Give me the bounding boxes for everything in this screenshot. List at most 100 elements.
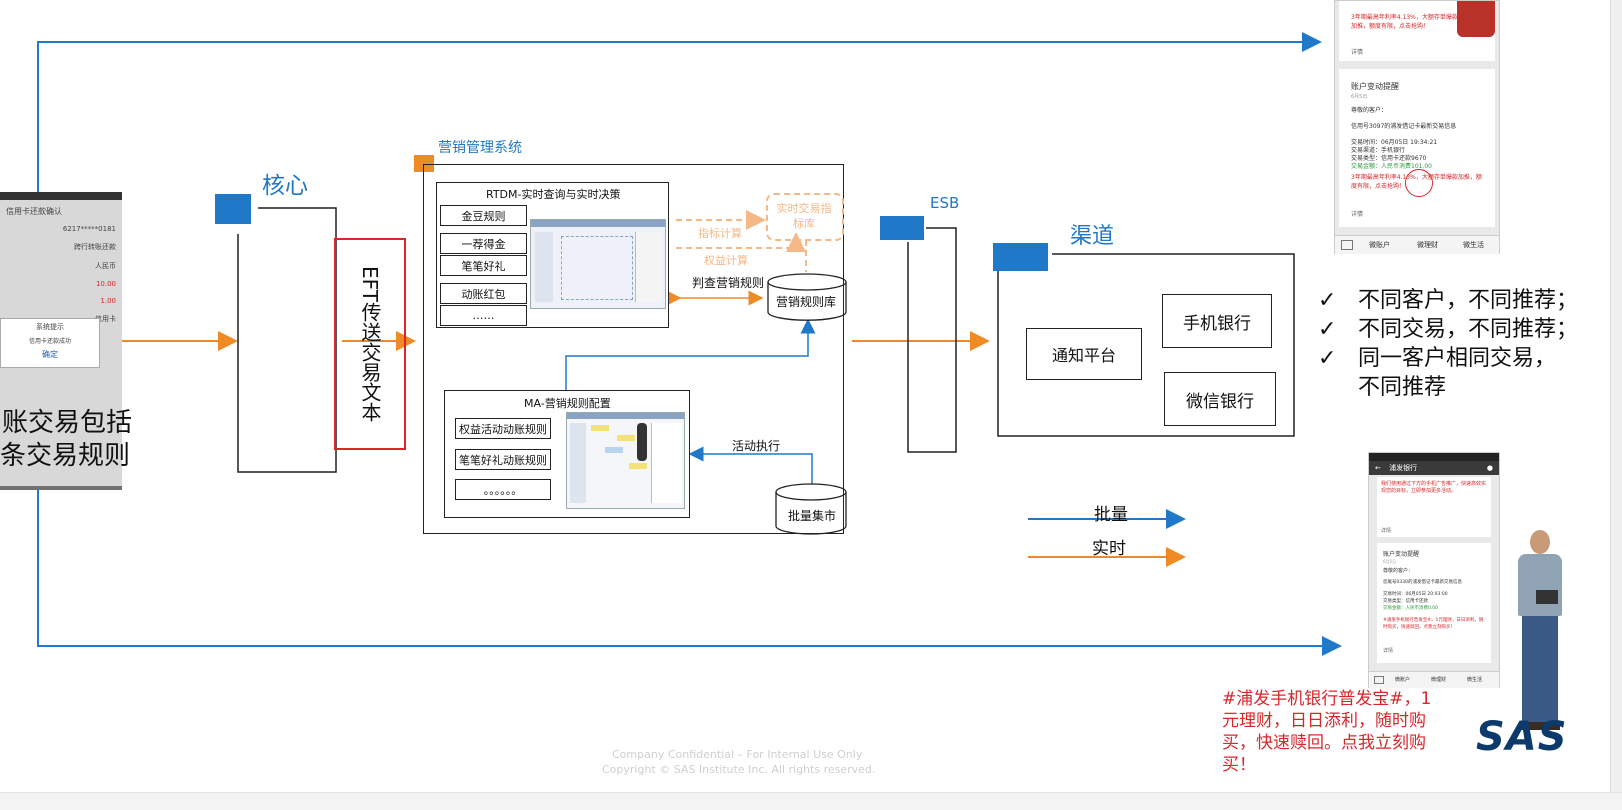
check-mark-icon: ✓: [1318, 346, 1337, 371]
left-phone-screenshot: 信用卡还款确认 6217*****0181 跨行转账还款 人民币 10.00 1…: [0, 192, 132, 490]
bottom-phone-greeting: 尊敬的客户：: [1383, 568, 1414, 574]
check-mark-icon: ✓: [1318, 317, 1337, 342]
rtdm-item: ……: [440, 305, 527, 326]
tab-micro-life[interactable]: 微生活: [1467, 677, 1483, 683]
phone-line: 6217*****0181: [62, 225, 116, 233]
rtdm-title: RTDM-实时查询与实时决策: [486, 188, 621, 201]
phone-line: 人民币: [95, 262, 116, 270]
phone-line: 信用卡: [95, 315, 116, 323]
top-phone-line2: 交易时间：06月05日 19:34:21: [1351, 139, 1438, 146]
footer-confidential: Company Confidential – For Internal Use …: [612, 748, 863, 761]
bottom-phone-header-title: 浦发银行: [1389, 464, 1418, 472]
top-phone-card-title: 账户变动提醒: [1351, 82, 1399, 91]
notify-platform-box: 通知平台: [1026, 328, 1142, 380]
esb-bracket: [907, 227, 957, 453]
keyboard-icon[interactable]: [1374, 676, 1384, 684]
channel-container: [997, 253, 1295, 437]
top-right-phone-screenshot: 3年期最高年利率4.13%，大额存单爆款加推，额度有限，点击抢购！ 详情 账户变…: [1334, 0, 1500, 254]
overlay-text-1: 账交易包括: [2, 408, 133, 438]
back-arrow-icon[interactable]: ←: [1375, 464, 1381, 472]
promo-caption-line: 买，快速赎回。点我立刻购: [1222, 733, 1426, 753]
top-phone-detail2[interactable]: 详情: [1351, 211, 1364, 218]
esb-marker: [880, 216, 924, 240]
check-item-3: ✓ 同一客户相同交易，: [1318, 344, 1578, 373]
check-text: 不同交易，不同推荐；: [1358, 317, 1579, 342]
top-phone-card-date: 6月5日: [1351, 94, 1368, 100]
overlay-text-2: 条交易规则: [0, 441, 131, 471]
top-batch-route: [37, 32, 1322, 196]
promo-caption-line: 买！: [1222, 755, 1256, 775]
bottom-phone-detail2[interactable]: 详情: [1383, 648, 1394, 654]
index-lib-label: 实时交易指标库: [776, 202, 832, 230]
tab-micro-finance[interactable]: 微理财: [1417, 241, 1438, 249]
batch-mart-label: 批量集市: [788, 509, 837, 523]
bottom-phone-header: ← 浦发银行 ●: [1369, 461, 1499, 475]
phone-header: 信用卡还款确认: [6, 207, 62, 216]
judge-rule-label: 判查营销规则: [692, 276, 765, 290]
rtdm-item: 笔笔好礼: [440, 255, 527, 276]
bottom-phone-detail[interactable]: 详情: [1381, 528, 1392, 534]
rtdm-item: 一荐得金: [440, 233, 527, 254]
bottom-phone-line2: 交易时间：06月05日 20:03:00: [1383, 592, 1448, 597]
ma-item: 笔笔好礼动账规则: [455, 449, 551, 470]
rule-db-cylinder: [767, 273, 847, 321]
tab-micro-account[interactable]: 微账户: [1395, 677, 1411, 683]
bottom-batch-route: [37, 490, 1342, 656]
activity-exec-label: 活动执行: [732, 439, 781, 453]
ma-item: 。。。。。。: [455, 479, 551, 500]
top-phone-detail[interactable]: 详情: [1351, 49, 1364, 56]
rtdm-item: 动账红包: [440, 283, 527, 304]
rtdm-item: 金豆规则: [440, 205, 527, 226]
bottom-phone-line1: 您尾号0330的浦发借记卡最新交易信息: [1383, 580, 1462, 585]
marketing-title: 营销管理系统: [438, 140, 522, 156]
core-bracket: [237, 207, 337, 473]
check-item-2: ✓ 不同交易，不同推荐；: [1318, 315, 1578, 344]
phone-line: 10.00: [95, 280, 116, 288]
bottom-phone-line4: 交易金额：人民币消费0.00: [1383, 606, 1439, 611]
bottom-phone-body1: 我们使用通过下方的手机广告推广，快速高效实现您的目标，立即参加更多活动。: [1381, 481, 1487, 494]
promo-caption: #浦发手机银行普发宝#，1 元理财，日日添利，随时购 买，快速赎回。点我立刻购 …: [1222, 688, 1431, 776]
check-text: 同一客户相同交易，: [1358, 346, 1557, 371]
presenter-figure: [1502, 530, 1578, 730]
phone-line: 跨行转账还款: [74, 243, 116, 251]
check-item-1: ✓不同客户，不同推荐；: [1318, 286, 1578, 315]
tab-micro-life[interactable]: 微生活: [1463, 241, 1484, 249]
footer-copyright: Copyright © SAS Institute Inc. All right…: [602, 763, 876, 776]
ma-screenshot: [566, 412, 685, 509]
marketing-container: [423, 164, 844, 534]
dialog-ok-button[interactable]: 确定: [42, 350, 58, 359]
profile-icon[interactable]: ●: [1486, 464, 1493, 472]
top-phone-line3: 交易渠道：手机银行: [1351, 147, 1406, 154]
tab-micro-finance[interactable]: 微理财: [1431, 677, 1447, 683]
ma-item: 权益活动动账规则: [455, 418, 551, 439]
top-phone-person-image: [1457, 1, 1495, 37]
index-lib-box: [766, 193, 844, 241]
legend-batch-label: 批量: [1094, 505, 1128, 525]
wechat-bank-box: 微信银行: [1164, 372, 1276, 426]
mobile-bank-box: 手机银行: [1162, 294, 1272, 348]
marketing-marker: [414, 155, 434, 172]
tab-micro-account[interactable]: 微账户: [1369, 241, 1390, 249]
red-circle-highlight: [1405, 169, 1433, 197]
core-marker: [215, 194, 251, 224]
keyboard-icon[interactable]: [1341, 240, 1353, 250]
ma-title: MA-营销规则配置: [524, 397, 611, 410]
channel-title: 渠道: [1070, 224, 1115, 249]
bottom-phone-promo: #浦发手机银行普发宝#，1元理财，日日添利，随时购买，快速赎回。点我立刻购买！: [1383, 618, 1484, 630]
rule-db-label: 营销规则库: [776, 295, 837, 309]
slide-bottom-edge: [0, 792, 1622, 810]
check-mark-icon: ✓: [1318, 288, 1337, 313]
top-phone-greeting: 尊敬的客户：: [1351, 107, 1388, 114]
dialog-title: 系统提示: [36, 323, 64, 331]
core-title: 核心: [262, 173, 308, 199]
top-phone-line5: 交易金额：人民币消费101.00: [1351, 163, 1432, 170]
check-text: 不同推荐: [1358, 375, 1447, 400]
bottom-phone-card-title: 账户变动提醒: [1383, 551, 1420, 558]
phone-status-bar: [0, 192, 122, 200]
promo-caption-line: 元理财，日日添利，随时购: [1222, 711, 1426, 731]
top-phone-promo: 3年期最高年利率4.13%，大额存单爆款加推，额度有限，点击抢购！: [1351, 14, 1458, 30]
sas-logo-text: SAS: [1476, 714, 1568, 760]
index-calc-label: 指标计算: [698, 227, 742, 240]
bottom-phone-card-date: 6月5日: [1383, 559, 1397, 564]
